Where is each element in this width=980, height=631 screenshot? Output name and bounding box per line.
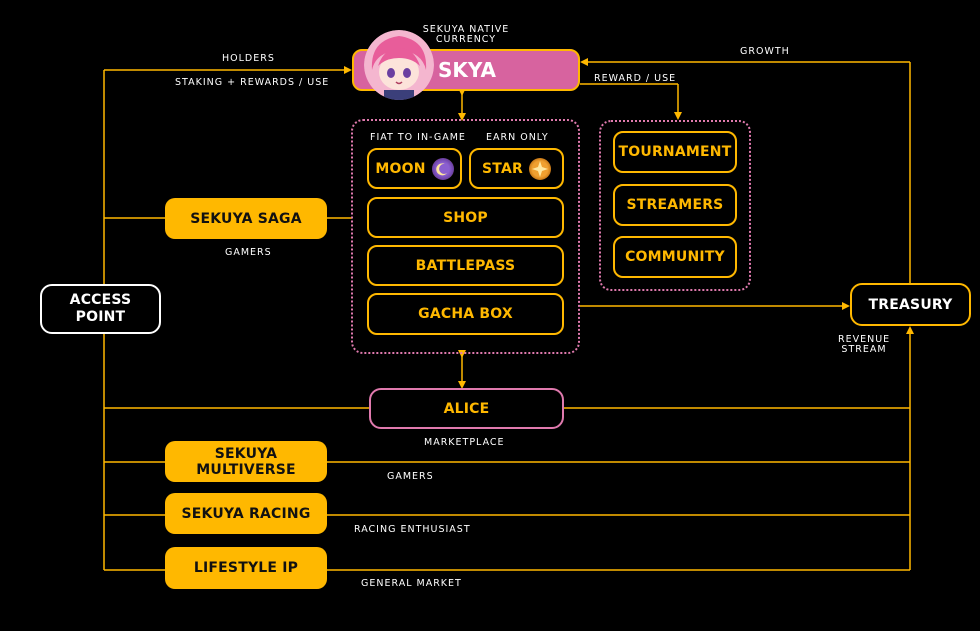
revenue-stream-label: REVENUE STREAM bbox=[838, 334, 891, 355]
streamers-node[interactable]: STREAMERS bbox=[613, 184, 737, 226]
star-node[interactable]: STAR bbox=[469, 148, 564, 189]
access-point-label: ACCESS POINT bbox=[69, 292, 132, 325]
moon-label: MOON bbox=[375, 160, 426, 177]
lifestyle-ip-node[interactable]: LIFESTYLE IP bbox=[165, 547, 327, 589]
reward-use-group bbox=[599, 120, 751, 291]
staking-label: STAKING + REWARDS / USE bbox=[175, 77, 330, 88]
gacha-box-node[interactable]: GACHA BOX bbox=[367, 293, 564, 335]
star-coin-icon bbox=[528, 157, 551, 180]
moon-coin-icon bbox=[431, 157, 454, 180]
native-currency-label: SEKUYA NATIVE CURRENCY bbox=[422, 24, 510, 45]
tournament-node[interactable]: TOURNAMENT bbox=[613, 131, 737, 173]
battlepass-node[interactable]: BATTLEPASS bbox=[367, 245, 564, 286]
general-market-label: GENERAL MARKET bbox=[361, 578, 462, 589]
gamers-saga-label: GAMERS bbox=[225, 247, 272, 258]
racing-enthusiast-label: RACING ENTHUSIAST bbox=[354, 524, 471, 535]
anime-girl-avatar bbox=[364, 30, 434, 100]
gamers-multiverse-label: GAMERS bbox=[387, 471, 434, 482]
access-point-node[interactable]: ACCESS POINT bbox=[40, 284, 161, 334]
earn-only-label: EARN ONLY bbox=[486, 132, 549, 143]
sekuya-racing-node[interactable]: SEKUYA RACING bbox=[165, 493, 327, 534]
marketplace-label: MARKETPLACE bbox=[424, 437, 505, 448]
reward-use-label: REWARD / USE bbox=[594, 73, 677, 84]
star-label: STAR bbox=[482, 160, 523, 177]
shop-node[interactable]: SHOP bbox=[367, 197, 564, 238]
sekuya-saga-node[interactable]: SEKUYA SAGA bbox=[165, 198, 327, 239]
sekuya-multiverse-node[interactable]: SEKUYA MULTIVERSE bbox=[165, 441, 327, 482]
treasury-node[interactable]: TREASURY bbox=[850, 283, 971, 326]
alice-node[interactable]: ALICE bbox=[369, 388, 564, 429]
in-game-currency-group bbox=[351, 119, 580, 354]
moon-node[interactable]: MOON bbox=[367, 148, 462, 189]
community-node[interactable]: COMMUNITY bbox=[613, 236, 737, 278]
holders-label: HOLDERS bbox=[222, 53, 275, 64]
skya-label: SKYA bbox=[438, 58, 496, 82]
growth-label: GROWTH bbox=[740, 46, 790, 57]
fiat-to-ingame-label: FIAT TO IN-GAME bbox=[370, 132, 466, 143]
